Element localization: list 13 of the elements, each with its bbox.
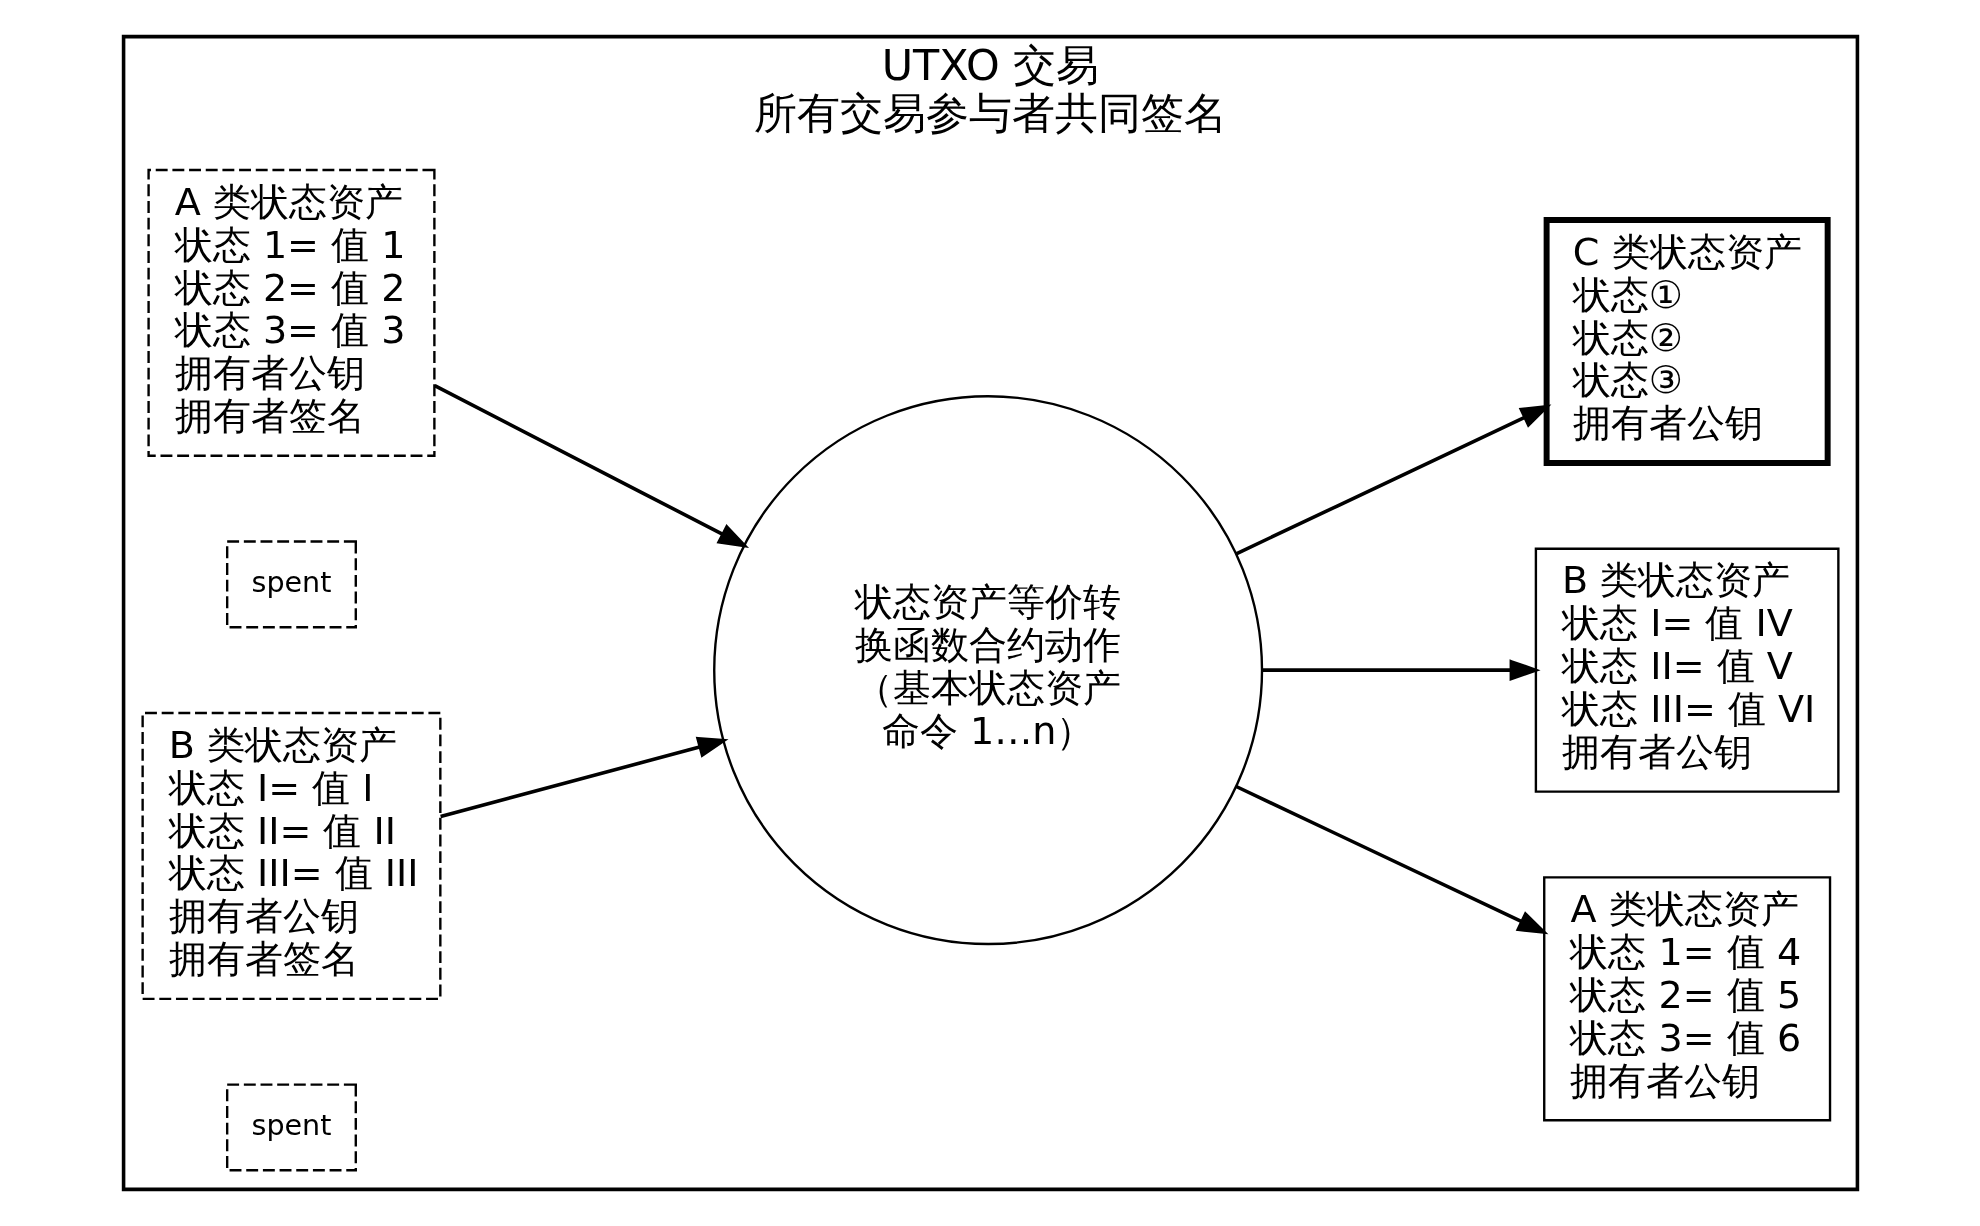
node-box: A 类状态资产 状态 1= 值 4 状态 2= 值 5 状态 3= 值 6 拥有者公钥 [1542,876,1831,1122]
node-box: B 类状态资产 状态 I= 值 IV 状态 II= 值 V 状态 III= 值 VI 拥有者公钥 [1534,547,1840,793]
node-circle: 状态资产等价转换函数合约动作（基本状态资产命令 1…n） [712,395,1263,946]
node-box: spent [225,540,357,629]
arrow [433,384,749,548]
arrow [1234,784,1548,935]
arrow [439,736,728,819]
node-box: B 类状态资产 状态 I= 值 I 状态 II= 值 II 状态 III= 值 III 拥有者公钥 拥有者签名 [140,711,442,1001]
arrow [1262,659,1541,681]
node-box: C 类状态资产 状态① 状态② 状态③ 拥有者公钥 [1543,217,1831,466]
node-box: spent [225,1083,357,1172]
arrow [1234,404,1551,556]
node-box: A 类状态资产 状态 1= 值 1 状态 2= 值 2 状态 3= 值 3 拥有者公钥 拥有者签名 [146,168,436,457]
